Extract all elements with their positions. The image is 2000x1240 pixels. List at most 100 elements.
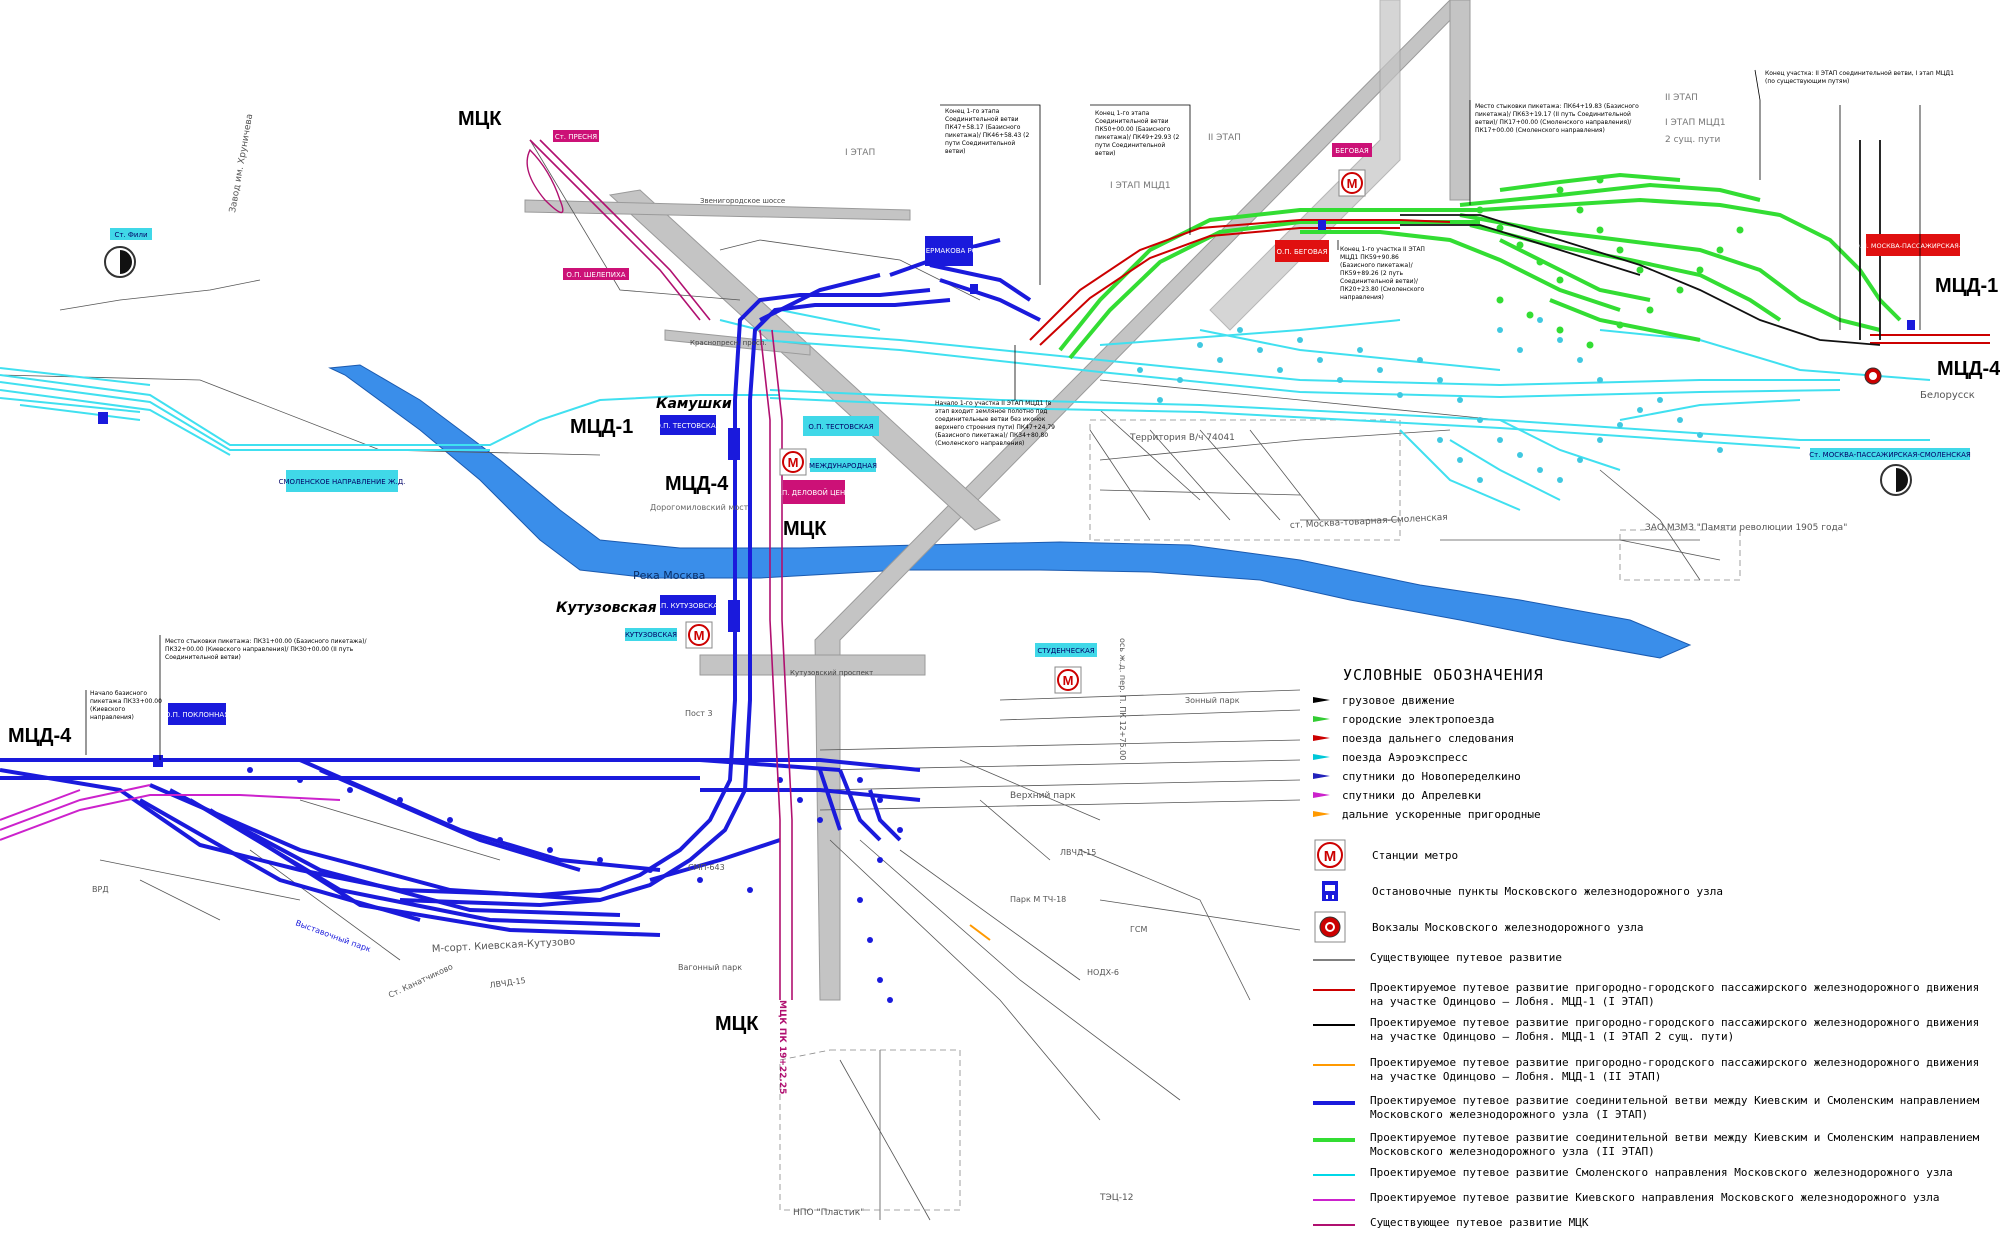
route-label-mcd4-left: МЦД-4 bbox=[8, 725, 72, 747]
metro-icon: M bbox=[1054, 666, 1082, 694]
label-vrd: ВРД bbox=[92, 885, 109, 894]
label-reka: Река Москва bbox=[633, 569, 705, 582]
legend-line-item: Существующее путевое развитие МЦК bbox=[1313, 1216, 1589, 1229]
legend-arrow-item: спутники до Апрелевки bbox=[1313, 789, 1481, 802]
station-box-shelepikha bbox=[563, 268, 629, 280]
legend-symbol-label: Станции метро bbox=[1372, 849, 1458, 862]
legend-arrow-item: поезда Аэроэкспресс bbox=[1313, 751, 1468, 764]
legend-line-label: Проектируемое путевое развитие пригородн… bbox=[1370, 1016, 1980, 1043]
label-etap1-mcd1: I ЭТАП МЦД1 bbox=[1110, 181, 1171, 191]
station-delovoy: О.П. ДЕЛОВОЙ ЦЕНТР bbox=[774, 488, 854, 497]
route-label-mcd1-right: МЦД-1 bbox=[1935, 275, 1998, 297]
label-etap1: I ЭТАП bbox=[845, 148, 875, 158]
legend-arrow-item: дальние ускоренные пригородные bbox=[1313, 808, 1541, 821]
route-label-mcd1-left: МЦД-1 bbox=[570, 416, 633, 438]
legend-line-item: Проектируемое путевое развитие соедините… bbox=[1313, 1131, 1980, 1158]
station-box-fili bbox=[110, 228, 152, 240]
station-box-studencheskaya bbox=[1035, 643, 1097, 657]
legend-arrow-label: поезда дальнего следования bbox=[1342, 732, 1514, 745]
route-label-mck-top: МЦК bbox=[458, 108, 502, 130]
label-kamushki: Камушки bbox=[656, 396, 732, 412]
legend-arrow-item: городские электропоезда bbox=[1313, 713, 1494, 726]
legend-line-label: Проектируемое путевое развитие пригородн… bbox=[1370, 1056, 1980, 1083]
legend-arrow-label: поезда Аэроэкспресс bbox=[1342, 751, 1468, 764]
station-box-begovaya-m bbox=[1332, 143, 1372, 157]
blue-tracks bbox=[0, 238, 1041, 937]
legend-arrow-icon bbox=[1313, 735, 1330, 741]
label-two-paths: 2 сущ. пути bbox=[1665, 135, 1721, 145]
boundaries bbox=[779, 419, 1741, 1211]
note-n1: Конец 1-го этапа Соединительной ветви ПК… bbox=[945, 108, 1030, 155]
legend-symbol-item: M Станции метро bbox=[1314, 839, 1458, 871]
note-n3: Место стыковки пикетажа: ПК64+19.83 (Баз… bbox=[1475, 103, 1639, 134]
svg-text:Краснопресн. просп.: Краснопресн. просп. bbox=[690, 339, 767, 347]
legend-line-label: Существующее путевое развитие bbox=[1370, 951, 1563, 964]
station-box-kutuzovskaya bbox=[625, 628, 677, 641]
label-dorogomilovsky: Дорогомиловский мост bbox=[650, 503, 749, 512]
label-etap2: II ЭТАП bbox=[1208, 133, 1241, 143]
legend-symbol-label: Остановочные пункты Московского железнод… bbox=[1372, 885, 1723, 898]
legend-arrow-label: спутники до Новопеределкино bbox=[1342, 770, 1521, 783]
label-pk12: ось ж.д. пер. П. ПК 12+75.00 bbox=[1118, 638, 1127, 760]
label-belorusskaya: Белорусск bbox=[1920, 390, 1975, 401]
legend-arrow-item: грузовое движение bbox=[1313, 694, 1455, 707]
legend-arrow-icon bbox=[1313, 773, 1330, 779]
legend-arrow-label: грузовое движение bbox=[1342, 694, 1455, 707]
blue-switch-dots bbox=[247, 767, 903, 1003]
legend-symbol-item: Остановочные пункты Московского железнод… bbox=[1322, 881, 1723, 901]
note-n4: Конец участка: II ЭТАП соединительной ве… bbox=[1765, 70, 1954, 85]
metro-icons: M M M M bbox=[685, 169, 1366, 694]
metro-icon: M bbox=[1314, 839, 1346, 871]
legend-arrow-icon bbox=[1313, 792, 1330, 798]
legend-arrow-label: дальние ускоренные пригородные bbox=[1342, 808, 1541, 821]
legend-line-label: Проектируемое путевое развитие пригородн… bbox=[1370, 981, 1980, 1008]
metro-icon: M bbox=[779, 448, 807, 476]
metro-icon: M bbox=[1338, 169, 1366, 197]
station-smolenskoe: СМОЛЕНСКОЕ НАПРАВЛЕНИЕ Ж.Д. bbox=[279, 478, 406, 486]
legend-line-item: Проектируемое путевое развитие Смоленско… bbox=[1313, 1166, 1953, 1179]
legend-line-label: Проектируемое путевое развитие Киевского… bbox=[1370, 1191, 1940, 1204]
terminal-icon bbox=[1314, 911, 1346, 943]
legend-arrow-item: поезда дальнего следования bbox=[1313, 732, 1514, 745]
station-presnya: Ст. ПРЕСНЯ bbox=[555, 133, 597, 141]
svg-text:M: M bbox=[1063, 673, 1074, 688]
label-etap2-top: II ЭТАП bbox=[1665, 93, 1698, 103]
station-box-poklonnaya bbox=[168, 703, 226, 725]
moscow-river bbox=[328, 364, 1692, 659]
station-box-smolenskoe bbox=[286, 470, 398, 492]
notes: Конец 1-го этапа Соединительной ветви ПК… bbox=[90, 70, 1954, 721]
stop-points bbox=[98, 220, 1915, 767]
legend-line-label: Проектируемое путевое развитие соедините… bbox=[1370, 1131, 1980, 1158]
legend-title: УСЛОВНЫЕ ОБОЗНАЧЕНИЯ bbox=[1343, 666, 1544, 684]
note-n8: Начало базисного пикетажа ПК33+00.00 (Ки… bbox=[90, 690, 162, 721]
station-studencheskaya: СТУДЕНЧЕСКАЯ bbox=[1037, 647, 1094, 655]
small-labels: Звенигородское шоссе Краснопресн. просп.… bbox=[690, 197, 873, 677]
label-smp: СМП-643 bbox=[688, 863, 725, 872]
legend-line-item: Проектируемое путевое развитие Киевского… bbox=[1313, 1191, 1940, 1204]
station-box-kamushki-op bbox=[660, 415, 716, 435]
station-box-kutuz-op bbox=[660, 595, 716, 615]
half-circle-icon bbox=[1880, 464, 1912, 496]
legend-arrow-label: городские электропоезда bbox=[1342, 713, 1494, 726]
station-begovaya: О.П. БЕГОВАЯ bbox=[1277, 248, 1328, 256]
legend-line-label: Существующее путевое развитие МЦК bbox=[1370, 1216, 1589, 1229]
note-n6: Конец 1-го участка II ЭТАП МЦД1 ПК59+90.… bbox=[1340, 246, 1425, 301]
legend-arrow-icon bbox=[1313, 811, 1330, 817]
cyan-switch-dots bbox=[1137, 317, 1723, 483]
station-ms-pass-smol: Ст. МОСКВА-ПАССАЖИРСКАЯ-СМОЛЕНСКАЯ bbox=[1809, 451, 1971, 459]
label-nodkh: НОДХ-6 bbox=[1087, 968, 1119, 977]
mck-tracks bbox=[529, 139, 793, 1000]
station-box-mezhdunarodnaya bbox=[810, 458, 876, 472]
label-tec: ТЭЦ-12 bbox=[1099, 1193, 1133, 1203]
label-zonnyy-park: Зонный парк bbox=[1185, 696, 1240, 705]
station-box-ms-pass-smol bbox=[1810, 448, 1970, 460]
magenta-tracks bbox=[0, 784, 341, 841]
label-kutuzovskaya: Кутузовская bbox=[556, 600, 657, 616]
label-zavod: Завод им. Хруничева bbox=[228, 113, 255, 213]
label-kievskaya-kutuzovo: М-сорт. Киевская-Кутузово bbox=[432, 936, 576, 954]
station-box-moskva-pass bbox=[1866, 234, 1960, 256]
green-switch-dots bbox=[1476, 176, 1744, 349]
label-verkhniy-park: Верхний парк bbox=[1010, 791, 1076, 801]
station-shelepikha: О.П. ШЕЛЕПИХА bbox=[566, 271, 625, 279]
